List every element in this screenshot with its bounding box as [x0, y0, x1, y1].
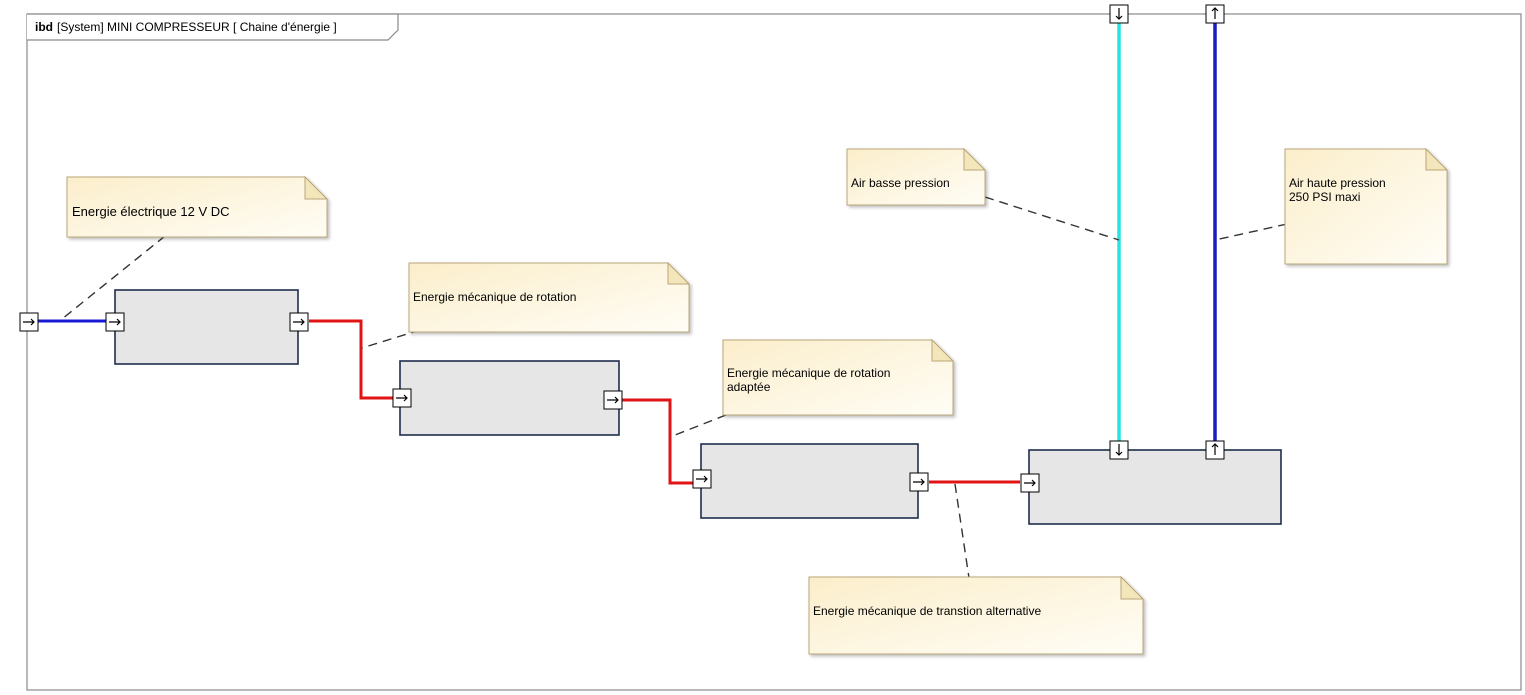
arrow-right-icon [913, 478, 925, 486]
frame-label: [System] MINI COMPRESSEUR [ Chaine d'éne… [57, 20, 337, 34]
anchor-air-low [984, 196, 1120, 241]
arrow-right-icon [696, 475, 708, 483]
note-mech-rotation-adapted-line1: Energie mécanique de rotation [727, 366, 890, 380]
arrow-right-icon [607, 396, 619, 404]
note-air-high[interactable] [1284, 147, 1449, 265]
anchor-electric [61, 235, 166, 320]
arrow-right-icon [293, 318, 305, 326]
note-mech-translation[interactable] [808, 575, 1145, 655]
port-system-air-in[interactable] [1109, 4, 1129, 24]
arrow-right-icon [23, 318, 35, 326]
anchor-air-high [1214, 223, 1288, 241]
note-electric[interactable] [66, 175, 329, 238]
note-electric-text: Energie électrique 12 V DC [72, 204, 230, 219]
arrow-right-icon [109, 318, 121, 326]
mech-flow-1[interactable] [309, 319, 393, 400]
note-air-high-line1: Air haute pression [1289, 176, 1386, 190]
arrow-up-icon [1211, 443, 1219, 455]
block-reducer[interactable] [399, 360, 620, 436]
note-air-high-line2: 250 PSI maxi [1289, 190, 1360, 204]
note-mech-rotation-adapted-line2: adaptée [727, 380, 771, 394]
port-system-air-out[interactable] [1205, 4, 1225, 24]
frame-kind: ibd [35, 20, 53, 34]
anchor-mech-rotation-adapted [669, 414, 727, 438]
note-air-low[interactable] [846, 147, 987, 206]
anchor-mech-translation [954, 483, 970, 579]
note-air-low-text: Air basse pression [851, 176, 950, 190]
diagram-frame [26, 13, 1522, 691]
block-transformer[interactable] [700, 443, 919, 519]
frame-header [27, 13, 399, 41]
port-block1-in[interactable] [105, 312, 125, 332]
arrow-down-icon [1115, 8, 1123, 20]
anchor-mech-rotation [361, 329, 421, 349]
note-mech-rotation[interactable] [408, 261, 691, 333]
port-system-in[interactable] [19, 312, 39, 332]
note-mech-translation-text: Energie mécanique de transtion alternati… [813, 604, 1041, 618]
block-compressor[interactable] [1028, 449, 1282, 525]
port-block3-out[interactable] [909, 472, 929, 492]
frame-title: ibd [System] MINI COMPRESSEUR [ Chaine d'… [35, 20, 337, 34]
block-electric-motor[interactable] [114, 289, 299, 365]
port-block4-air-out[interactable] [1205, 440, 1225, 460]
port-block3-in[interactable] [692, 469, 712, 489]
port-block2-in[interactable] [392, 388, 412, 408]
port-block4-in[interactable] [1020, 473, 1040, 493]
note-mech-rotation-adapted[interactable] [722, 338, 955, 416]
note-mech-rotation-text: Energie mécanique de rotation [413, 290, 576, 304]
arrow-right-icon [396, 394, 408, 402]
arrow-right-icon [1024, 479, 1036, 487]
mech-flow-2[interactable] [622, 398, 693, 485]
arrow-up-icon [1211, 7, 1219, 19]
port-block1-out[interactable] [289, 312, 309, 332]
port-block2-out[interactable] [603, 390, 623, 410]
arrow-down-icon [1115, 444, 1123, 456]
port-block4-air-in[interactable] [1109, 440, 1129, 460]
